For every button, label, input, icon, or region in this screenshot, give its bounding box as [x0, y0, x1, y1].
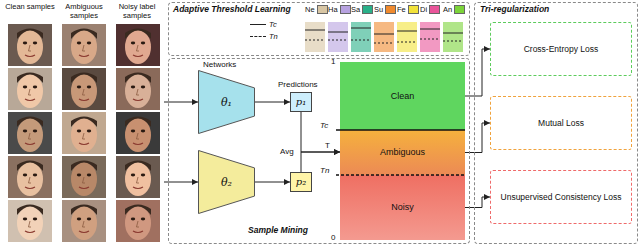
- node-text: Ambiguous samples: [57, 2, 111, 20]
- noisy-region: Noisy: [340, 175, 465, 240]
- node-text: Ambiguous: [380, 147, 425, 158]
- connector-arrow: [465, 123, 490, 153]
- node-text: Mutual Loss: [538, 118, 584, 129]
- node-text: Clean: [391, 91, 415, 102]
- connector-arrow: [465, 197, 490, 208]
- legend-text: Ne: [305, 5, 315, 14]
- legend-text: Di: [420, 5, 427, 14]
- legend-text: Tn: [269, 32, 278, 41]
- legend-line-sample: [250, 24, 266, 25]
- clean-region: Clean: [340, 62, 465, 130]
- legend-item: An: [443, 5, 465, 14]
- node-text: Adaptive Threshold Learning: [173, 4, 307, 15]
- node-text: Sample Mining: [248, 225, 338, 236]
- legend-item: Tc: [250, 20, 277, 29]
- legend-item: Tn: [250, 32, 278, 41]
- legend-swatch: [362, 5, 373, 14]
- legend-swatch: [385, 5, 396, 14]
- prediction-box: p₂: [290, 172, 312, 192]
- legend-item: Di: [420, 5, 440, 14]
- annotation-label: Networks: [203, 60, 236, 69]
- connector-arrow: [255, 102, 290, 103]
- legend-item: Su: [374, 5, 396, 14]
- annotation-label: 0: [331, 233, 335, 242]
- ambiguous-face-column: [62, 24, 106, 242]
- connector-arrow: [301, 112, 340, 152]
- legend-text: Sa: [351, 5, 360, 14]
- legend-swatch: [317, 5, 328, 14]
- annotation-label: Tn: [320, 166, 329, 175]
- legend-text: Ha: [328, 5, 338, 14]
- connector-arrow: [465, 49, 490, 96]
- network-trapezoid: θ₂: [198, 150, 255, 214]
- legend-item: Ne: [305, 5, 328, 14]
- annotation-label: Predictions: [278, 80, 318, 89]
- sample-panel: Clean samplesAmbiguous samplesNoisy labe…: [0, 0, 164, 246]
- loss-box: Unsupervised Consistency Loss: [490, 170, 632, 224]
- node-text: Noisy label samples: [111, 2, 163, 20]
- threshold-bars: [305, 22, 463, 52]
- connector-arrow: [164, 182, 198, 183]
- legend-text: Tc: [269, 20, 277, 29]
- legend-item: Ha: [328, 5, 351, 14]
- ambiguous-region: Ambiguous: [340, 130, 465, 175]
- legend-swatch: [340, 5, 351, 14]
- annotation-label: Avg: [280, 147, 294, 156]
- node-text: Cross-Entropy Loss: [524, 44, 599, 55]
- prediction-box: p₁: [290, 92, 312, 112]
- node-text: p₁: [296, 96, 306, 108]
- noisy-face-column: [116, 24, 160, 242]
- node-text: Clean samples: [3, 2, 57, 11]
- legend-item: Sa: [351, 5, 373, 14]
- tri-regularization-box: Tri-regularizationCross-Entropy LossMutu…: [474, 2, 638, 244]
- clean-face-column: [8, 24, 52, 242]
- legend-text: An: [443, 5, 452, 14]
- annotation-label: T: [324, 141, 331, 150]
- sample-mining-box: Sample Mining θ₁ θ₂ p₁ p₂ CleanAmbiguousNoisy: [168, 58, 470, 244]
- node-text: Unsupervised Consistency Loss: [501, 192, 622, 203]
- node-text: θ₁: [221, 96, 232, 109]
- loss-box: Mutual Loss: [490, 96, 632, 150]
- legend-text: Fe: [397, 5, 406, 14]
- node-text: Noisy: [391, 202, 414, 213]
- legend-item: Fe: [397, 5, 419, 14]
- legend-line-sample: [250, 36, 266, 37]
- legend-text: Su: [374, 5, 383, 14]
- legend-swatch: [408, 5, 419, 14]
- connector-arrow: [164, 102, 198, 103]
- loss-box: Cross-Entropy Loss: [490, 22, 632, 76]
- annotation-label: Tc: [320, 121, 328, 130]
- legend-swatch: [429, 5, 440, 14]
- node-text: θ₂: [221, 176, 232, 189]
- annotation-label: 1: [331, 57, 335, 66]
- legend-swatch: [454, 5, 465, 14]
- node-text: p₂: [296, 176, 306, 188]
- connector-arrow: [255, 182, 290, 183]
- node-text: Tri-regularization: [480, 4, 600, 15]
- network-trapezoid: θ₁: [198, 70, 255, 134]
